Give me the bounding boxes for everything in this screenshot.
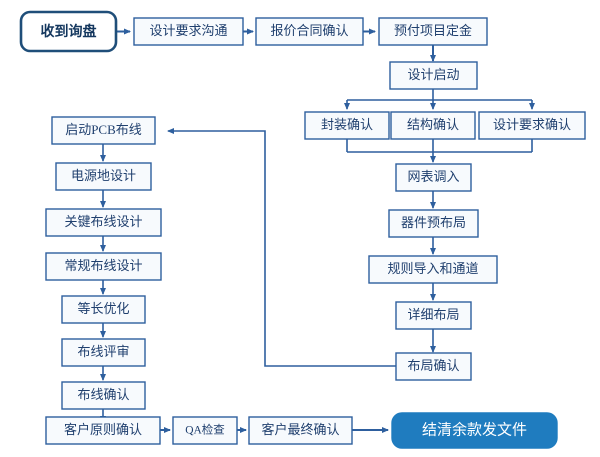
node-start-pcb-routing[interactable]: 启动PCB布线 [51, 116, 156, 145]
node-design-start-shape[interactable] [389, 61, 478, 90]
node-prepay-deposit-shape[interactable] [378, 17, 488, 46]
node-rule-import-channel-shape[interactable] [368, 255, 498, 284]
node-quote-contract[interactable]: 报价合同确认 [255, 17, 364, 46]
node-customer-final-confirm[interactable]: 客户最终确认 [248, 416, 353, 445]
node-key-routing-design-label: 关键布线设计 [64, 214, 142, 229]
node-place-confirm-label: 布局确认 [407, 358, 459, 373]
node-prepay-deposit-label: 预付项目定金 [394, 23, 472, 38]
node-customer-final-confirm-shape[interactable] [248, 416, 353, 445]
node-design-req-confirm-label: 设计要求确认 [493, 117, 571, 132]
node-length-match-opt-label: 等长优化 [77, 301, 129, 316]
node-netlist-import-label: 网表调入 [407, 169, 459, 184]
node-length-match-opt-shape[interactable] [61, 295, 146, 324]
node-routing-review-label: 布线评审 [77, 344, 129, 359]
node-design-req-confirm-shape[interactable] [478, 111, 586, 140]
node-quote-contract-label: 报价合同确认 [270, 23, 348, 38]
node-place-confirm-shape[interactable] [395, 352, 472, 381]
node-design-start[interactable]: 设计启动 [389, 61, 478, 90]
node-start-shape[interactable] [19, 10, 118, 53]
node-routing-review[interactable]: 布线评审 [61, 338, 146, 367]
node-settle-balance-deliver-label: 结清余款发文件 [422, 420, 527, 438]
node-detail-place-label: 详细布局 [407, 307, 459, 322]
node-rule-import-channel[interactable]: 规则导入和通道 [368, 255, 498, 284]
node-routing-review-shape[interactable] [61, 338, 146, 367]
node-start[interactable]: 收到询盘 [19, 10, 118, 53]
node-quote-contract-shape[interactable] [255, 17, 364, 46]
node-netlist-import-shape[interactable] [395, 163, 472, 192]
node-customer-principle-confirm-label: 客户原则确认 [64, 422, 142, 437]
node-normal-routing-design-label: 常规布线设计 [64, 258, 142, 273]
node-length-match-opt[interactable]: 等长优化 [61, 295, 146, 324]
node-place-confirm[interactable]: 布局确认 [395, 352, 472, 381]
node-routing-confirm[interactable]: 布线确认 [61, 381, 146, 410]
node-key-routing-design[interactable]: 关键布线设计 [45, 208, 162, 237]
node-power-ground-design[interactable]: 电源地设计 [55, 162, 152, 191]
node-settle-balance-deliver-shape[interactable] [391, 412, 558, 449]
node-design-req-comm-label: 设计要求沟通 [149, 23, 227, 38]
node-normal-routing-design[interactable]: 常规布线设计 [45, 252, 162, 281]
node-rule-import-channel-label: 规则导入和通道 [387, 261, 478, 276]
node-settle-balance-deliver[interactable]: 结清余款发文件 [391, 412, 558, 449]
node-structure-confirm-shape[interactable] [390, 111, 476, 140]
node-routing-confirm-label: 布线确认 [77, 387, 129, 402]
node-normal-routing-design-shape[interactable] [45, 252, 162, 281]
node-part-preplace-shape[interactable] [388, 209, 479, 238]
node-key-routing-design-shape[interactable] [45, 208, 162, 237]
node-structure-confirm-label: 结构确认 [407, 117, 459, 132]
node-customer-principle-confirm[interactable]: 客户原则确认 [45, 416, 161, 445]
node-power-ground-design-shape[interactable] [55, 162, 152, 191]
node-qa-check-shape[interactable] [172, 416, 238, 445]
node-qa-check-label: QA检查 [185, 423, 225, 437]
node-start-pcb-routing-label: 启动PCB布线 [65, 122, 142, 137]
node-routing-confirm-shape[interactable] [61, 381, 146, 410]
edges-layer [100, 28, 535, 433]
node-design-req-comm-shape[interactable] [133, 17, 244, 46]
node-start-label: 收到询盘 [41, 23, 97, 39]
node-netlist-import[interactable]: 网表调入 [395, 163, 472, 192]
node-design-req-confirm[interactable]: 设计要求确认 [478, 111, 586, 140]
node-detail-place-shape[interactable] [395, 301, 472, 330]
node-prepay-deposit[interactable]: 预付项目定金 [378, 17, 488, 46]
edge-place-confirm-to-start-pcb-routing [167, 128, 396, 367]
node-detail-place[interactable]: 详细布局 [395, 301, 472, 330]
node-design-start-label: 设计启动 [407, 67, 459, 82]
node-part-preplace-label: 器件预布局 [401, 215, 466, 230]
node-package-confirm[interactable]: 封装确认 [304, 111, 390, 140]
node-customer-final-confirm-label: 客户最终确认 [261, 422, 339, 437]
node-package-confirm-shape[interactable] [304, 111, 390, 140]
node-structure-confirm[interactable]: 结构确认 [390, 111, 476, 140]
node-power-ground-design-label: 电源地设计 [71, 168, 136, 183]
node-package-confirm-label: 封装确认 [321, 117, 373, 132]
node-design-req-comm[interactable]: 设计要求沟通 [133, 17, 244, 46]
node-part-preplace[interactable]: 器件预布局 [388, 209, 479, 238]
node-qa-check[interactable]: QA检查 [172, 416, 238, 445]
node-customer-principle-confirm-shape[interactable] [45, 416, 161, 445]
node-start-pcb-routing-shape[interactable] [51, 116, 156, 145]
